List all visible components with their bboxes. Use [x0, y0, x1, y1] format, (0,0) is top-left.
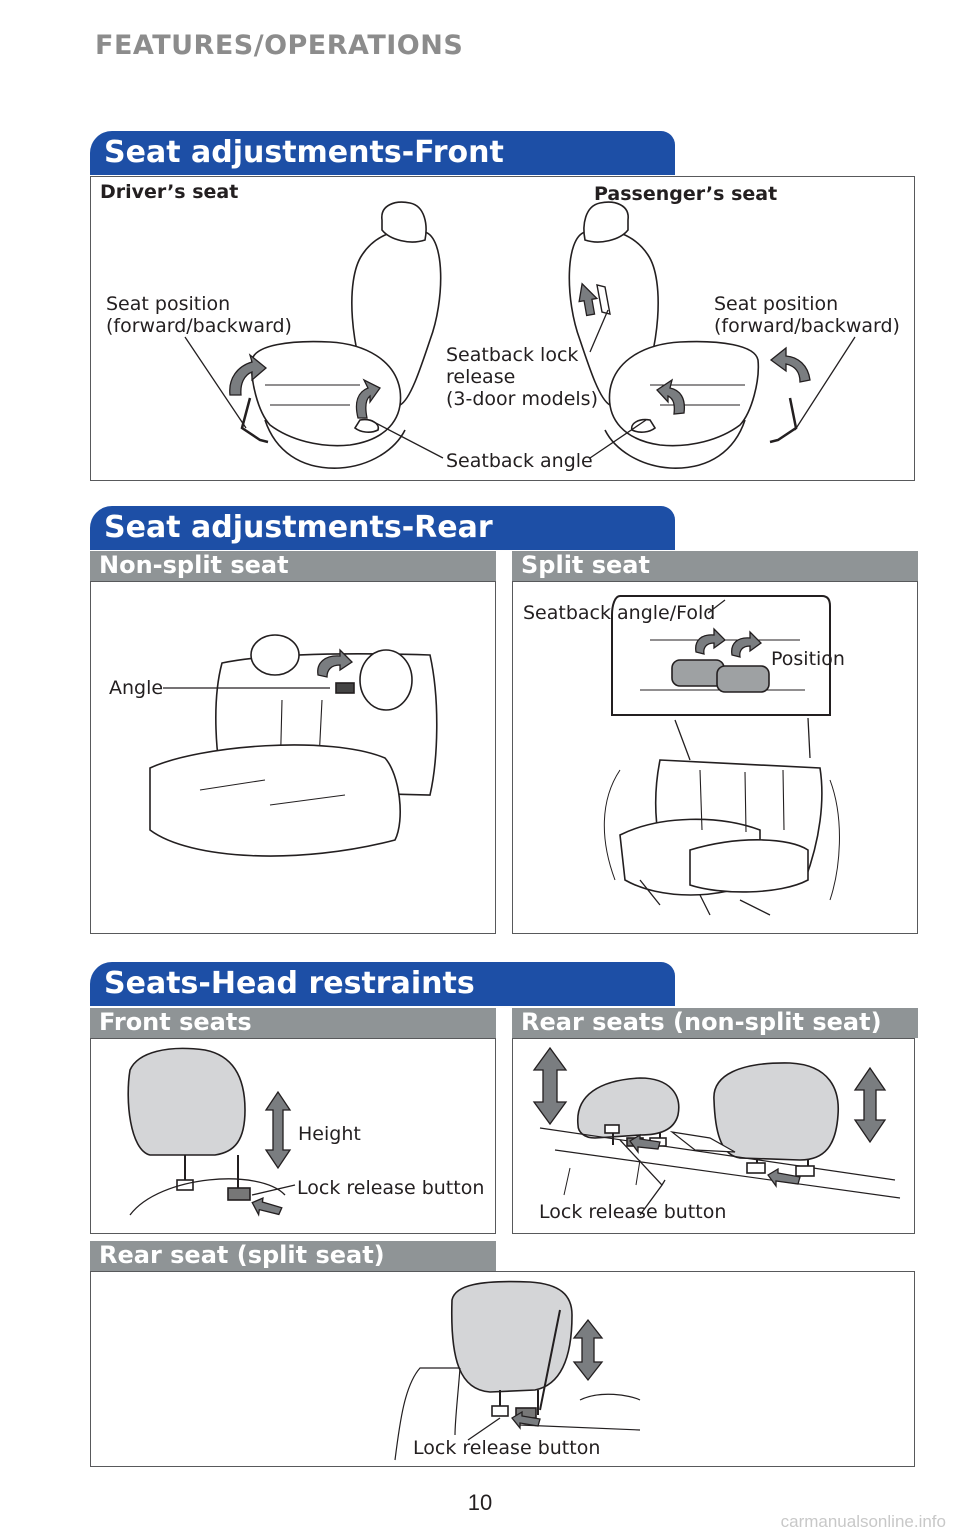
watermark: carmanualsonline.info — [780, 1512, 946, 1531]
non-split-seat-title: Non-split seat — [90, 551, 496, 581]
passenger-seat-position-label: Seat position — [714, 293, 839, 315]
driver-seat-position-direction: (forward/backward) — [106, 315, 292, 337]
page-number: 10 — [467, 1490, 493, 1515]
front-seats-panel — [90, 176, 915, 481]
rear-seat-split-title: Rear seat (split seat) — [90, 1241, 496, 1271]
front-lock-release-button-label: Lock release button — [297, 1177, 485, 1199]
rear-lock-release-button-label: Lock release button — [539, 1201, 727, 1223]
position-label: Position — [771, 648, 845, 670]
rear-head-restraint-panel — [512, 1038, 915, 1234]
rear-seats-non-split-title: Rear seats (non-split seat) — [512, 1008, 918, 1038]
driver-seat-position-label: Seat position — [106, 293, 231, 315]
split-seat-title: Split seat — [512, 551, 918, 581]
page-header: FEATURES/OPERATIONS — [95, 30, 464, 61]
seatback-lock-release-models: (3-door models) — [446, 388, 598, 410]
head-restraints-banner: Seats-Head restraints — [90, 962, 675, 1006]
angle-label: Angle — [109, 677, 164, 699]
front-seats-title: Front seats — [90, 1008, 496, 1038]
seatback-angle-label: Seatback angle — [446, 450, 593, 472]
rear-section-banner: Seat adjustments-Rear — [90, 506, 675, 550]
passengers-seat-title: Passenger’s seat — [594, 183, 778, 205]
split-lock-release-button-label: Lock release button — [413, 1437, 601, 1459]
seatback-lock-release-label: Seatback lock — [446, 344, 579, 366]
height-label: Height — [298, 1123, 361, 1145]
seatback-lock-release-label-2: release — [446, 366, 516, 388]
passenger-seat-position-direction: (forward/backward) — [714, 315, 900, 337]
seatback-angle-fold-label: Seatback angle/Fold — [523, 602, 716, 624]
drivers-seat-title: Driver’s seat — [100, 181, 239, 203]
front-section-banner: Seat adjustments-Front — [90, 131, 675, 175]
